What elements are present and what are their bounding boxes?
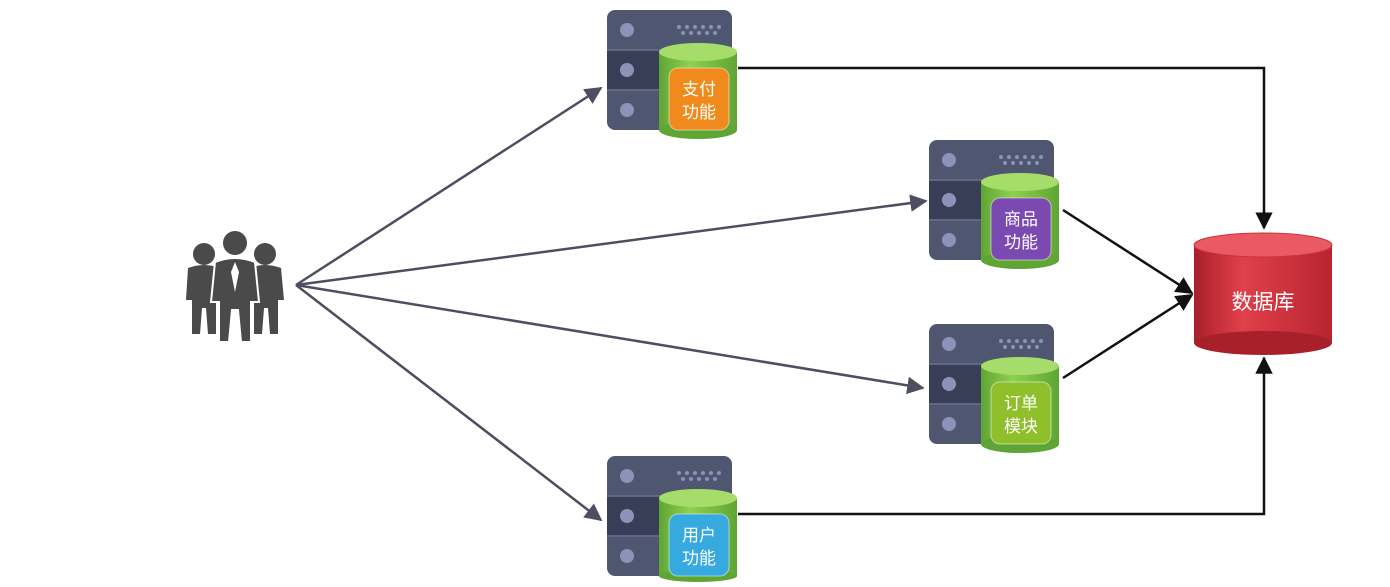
- service-order: 订单 模块: [929, 324, 1059, 453]
- arrow-users-to-product: [295, 194, 928, 287]
- service-user-label-2: 功能: [682, 549, 716, 569]
- service-user-badge: [668, 513, 730, 577]
- arrow-users-to-user: [295, 284, 603, 522]
- arrow-users-to-order: [295, 283, 925, 395]
- service-pay: 支付 功能: [607, 10, 737, 139]
- service-order-label-2: 模块: [1004, 417, 1038, 437]
- service-user-label-1: 用户: [682, 526, 716, 546]
- service-pay-label-1: 支付: [682, 80, 716, 100]
- service-user: 用户 功能: [607, 456, 737, 582]
- service-order-badge: [990, 381, 1052, 445]
- service-product-label-2: 功能: [1004, 233, 1038, 253]
- service-product-label-1: 商品: [1004, 210, 1038, 230]
- service-product: 商品 功能: [929, 140, 1059, 269]
- arrow-pay-to-db: [738, 66, 1273, 230]
- database-icon: [1193, 232, 1333, 355]
- users-group-icon: [186, 229, 284, 343]
- database-label: 数据库: [1232, 290, 1295, 314]
- user-arrows: [295, 86, 928, 522]
- arrow-order-to-db: [1062, 293, 1194, 380]
- service-pay-label-2: 功能: [682, 103, 716, 123]
- service-product-badge: [990, 197, 1052, 261]
- arrow-users-to-pay: [295, 86, 603, 287]
- service-order-label-1: 订单: [1004, 394, 1038, 414]
- db-arrows: [738, 66, 1273, 516]
- service-pay-badge: [668, 67, 730, 131]
- arrow-product-to-db: [1062, 208, 1194, 295]
- arrow-user-to-db: [738, 356, 1273, 516]
